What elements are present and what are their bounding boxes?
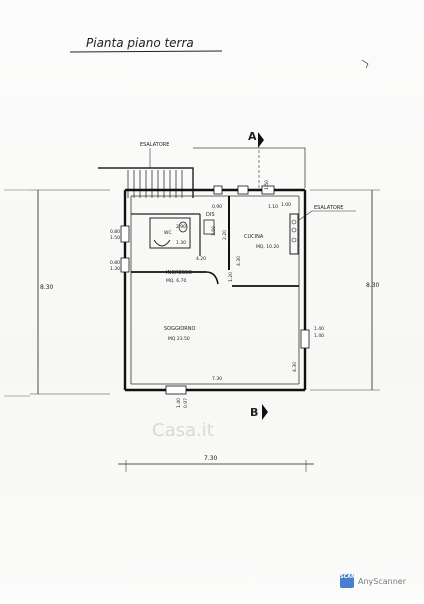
dim-kitchen-window: 1.10 (268, 204, 278, 210)
interior-wall-lines (130, 195, 300, 385)
anyscanner-name: AnyScanner (358, 576, 407, 586)
room-ingresso-label: INGRESSO (166, 270, 192, 276)
dim-right-window: 1.40 (314, 326, 324, 332)
section-arrow-a-icon (258, 132, 264, 148)
external-staircase (127, 170, 183, 198)
dim-bottom-door-height: 0.97 (183, 398, 189, 408)
plan-title: Pianta piano terra (86, 36, 194, 50)
dim-inner-bottom-width: 7.30 (212, 376, 222, 382)
dim-dis-width: 1.50 (211, 226, 217, 236)
dim-right-window-height: 1.40 (314, 333, 324, 339)
dim-ingresso-door: 1.20 (228, 272, 234, 282)
room-soggiorno-label: SOGGIORNO (164, 326, 195, 332)
corner-tick-mark (361, 59, 369, 69)
room-cucina-area: MQ. 10.20 (256, 244, 279, 250)
dimension-line-left (30, 189, 110, 395)
dim-living-height: 4.30 (292, 362, 298, 372)
dim-dis-length: 2.20 (222, 230, 228, 240)
dim-width-bottom: 7.30 (204, 455, 218, 462)
dim-hall-width: 4.20 (196, 256, 206, 262)
section-mark-b: B (250, 406, 258, 419)
stair-outline (98, 167, 194, 198)
dim-bottom-door: 1.40 (176, 398, 182, 408)
section-mark-a: A (248, 130, 257, 143)
dimension-line-right (310, 189, 380, 391)
dim-door-height: 1.50 (264, 180, 270, 190)
dim-left-window: 0.80 (110, 229, 120, 235)
dimension-line-bottom (118, 460, 314, 472)
partition-walls (131, 196, 299, 287)
room-wc-label: WC (164, 230, 172, 236)
dim-left-window-height: 1.50 (110, 235, 120, 241)
scanner-footer: SCAN AnyScanner (340, 570, 424, 592)
label-esalatore-right: ESALATORE (314, 205, 343, 211)
dim-left-window-2-height: 1.30 (110, 266, 120, 272)
terrace-outline (193, 147, 306, 188)
room-cucina-label: CUCINA (244, 234, 264, 240)
esalatore-right-leader (298, 210, 313, 221)
dim-height-right: 8.30 (366, 282, 380, 289)
wc-fixtures (149, 217, 215, 249)
windows (120, 185, 310, 395)
dim-height-left: 8.30 (40, 284, 54, 291)
label-esalatore-left: ESALATORE (140, 142, 169, 148)
exterior-walls (123, 188, 307, 392)
room-soggiorno-area: MQ 23.50 (168, 336, 190, 342)
dim-wc-b: 1.30 (176, 240, 186, 246)
section-arrow-b-icon (262, 404, 268, 420)
kitchen-counter (289, 213, 299, 255)
title-underline (69, 50, 223, 53)
dim-left-window-2: 0.80 (110, 260, 120, 266)
watermark: Casa.it (152, 420, 214, 441)
room-ingresso-area: MQ. 6.70 (166, 278, 186, 284)
dim-wc-a: 2.90 (176, 224, 186, 230)
dim-dis-window: 0.90 (212, 204, 222, 210)
anyscanner-logo-icon: SCAN (340, 574, 355, 588)
room-dis-label: DIS (206, 212, 215, 218)
dim-kitchen-height: 4.30 (236, 256, 242, 266)
dim-kitchen-right-window: 1.00 (281, 202, 291, 208)
